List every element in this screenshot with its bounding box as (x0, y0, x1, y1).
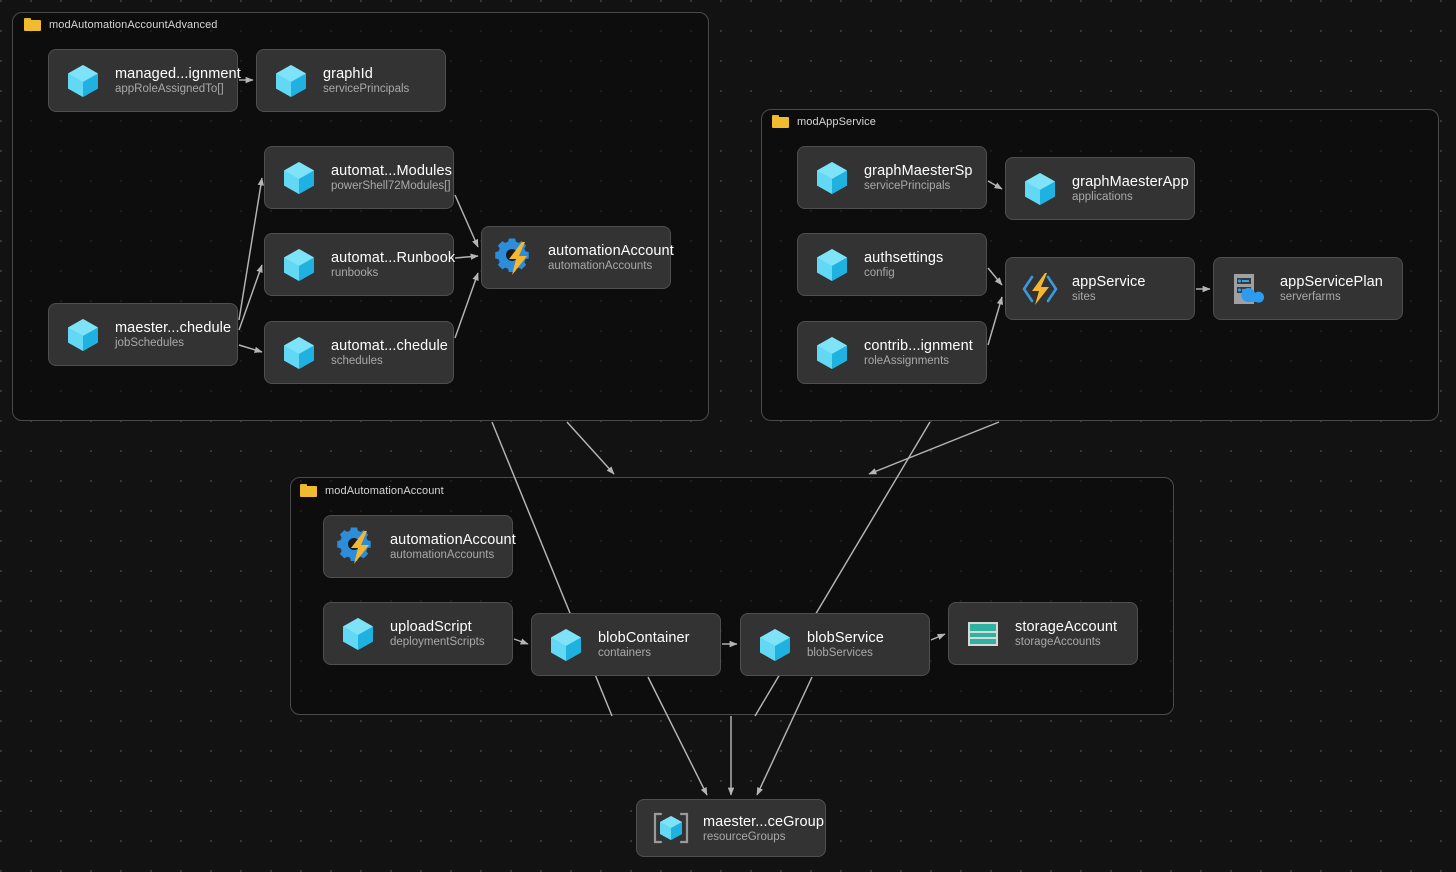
group-label-modAutomationAccount: modAutomationAccount (300, 484, 444, 497)
node-storage-account[interactable]: storageAccount storageAccounts (948, 602, 1138, 665)
node-maester-schedule[interactable]: maester...chedule jobSchedules (48, 303, 238, 366)
azure-cube-icon (68, 64, 98, 97)
node-title: maester...ceGroup (703, 813, 824, 830)
node-subtitle: servicePrincipals (323, 83, 410, 95)
node-title: automat...Runbook (331, 250, 456, 266)
group-title: modAppService (797, 115, 876, 128)
node-automation-runbook[interactable]: automat...Runbook runbooks (264, 233, 456, 296)
node-upload-script[interactable]: uploadScript deploymentScripts (323, 602, 513, 665)
node-graph-id[interactable]: graphId servicePrincipals (256, 49, 446, 112)
node-title: automat...chedule (331, 338, 448, 354)
azure-cube-icon (817, 336, 847, 369)
node-subtitle: deploymentScripts (390, 636, 485, 648)
node-title: graphId (323, 66, 373, 82)
azure-cube-icon (1025, 172, 1055, 205)
node-subtitle: jobSchedules (115, 337, 185, 349)
node-title: appServicePlan (1280, 274, 1383, 290)
storage-account-icon (968, 621, 998, 646)
azure-cube-icon (68, 318, 98, 351)
node-title: blobService (807, 630, 884, 646)
azure-cube-icon (343, 617, 373, 650)
azure-cube-icon (276, 64, 306, 97)
node-subtitle: runbooks (331, 267, 379, 279)
group-title: modAutomationAccount (325, 484, 444, 497)
folder-icon (300, 484, 317, 497)
automation-account-icon (495, 238, 529, 275)
node-subtitle: blobServices (807, 647, 873, 659)
azure-cube-icon (284, 161, 314, 194)
azure-cube-icon (760, 628, 790, 661)
node-authsettings[interactable]: authsettings config (797, 233, 987, 296)
node-title: automationAccount (390, 532, 516, 548)
node-title: appService (1072, 274, 1146, 290)
automation-account-icon (337, 527, 371, 564)
group-label-modAutomationAccountAdvanced: modAutomationAccountAdvanced (24, 18, 218, 31)
node-subtitle: appRoleAssignedTo[] (115, 83, 224, 95)
app-service-plan-icon (1234, 273, 1265, 304)
node-title: maester...chedule (115, 320, 232, 336)
node-subtitle: storageAccounts (1015, 636, 1101, 648)
node-app-service-plan[interactable]: appServicePlan serverfarms (1213, 257, 1403, 320)
node-managed-id-assignment[interactable]: managed...ignment appRoleAssignedTo[] (48, 49, 241, 112)
node-title: managed...ignment (115, 66, 241, 82)
node-contributor-assignment[interactable]: contrib...ignment roleAssignments (797, 321, 987, 384)
group-label-modAppService: modAppService (772, 115, 876, 128)
folder-icon (24, 18, 41, 31)
node-title: automationAccount (548, 243, 674, 259)
azure-cube-icon (284, 248, 314, 281)
node-title: storageAccount (1015, 619, 1118, 635)
node-subtitle: sites (1072, 291, 1096, 303)
folder-icon (772, 115, 789, 128)
node-subtitle: schedules (331, 355, 383, 367)
node-subtitle: resourceGroups (703, 830, 786, 843)
azure-cube-icon (284, 336, 314, 369)
group-modAutomationAccount[interactable] (290, 477, 1174, 715)
node-subtitle: serverfarms (1280, 291, 1341, 303)
node-title: graphMaesterSp (864, 163, 973, 179)
node-blob-service[interactable]: blobService blobServices (740, 613, 930, 676)
node-title: graphMaesterApp (1072, 174, 1189, 190)
node-title: authsettings (864, 250, 944, 266)
node-automation-account-advanced[interactable]: automationAccount automationAccounts (481, 226, 674, 289)
azure-cube-icon (551, 628, 581, 661)
app-service-icon (1022, 272, 1058, 305)
node-title: uploadScript (390, 619, 472, 635)
node-subtitle: automationAccounts (390, 549, 495, 561)
node-graph-maester-sp[interactable]: graphMaesterSp servicePrincipals (797, 146, 987, 209)
node-graph-maester-app[interactable]: graphMaesterApp applications (1005, 157, 1195, 220)
node-app-service[interactable]: appService sites (1005, 257, 1195, 320)
node-subtitle: roleAssignments (864, 355, 950, 367)
node-automation-schedule[interactable]: automat...chedule schedules (264, 321, 454, 384)
node-subtitle: powerShell72Modules[] (331, 180, 451, 192)
node-title: automat...Modules (331, 163, 452, 179)
node-blob-container[interactable]: blobContainer containers (531, 613, 721, 676)
node-subtitle: automationAccounts (548, 260, 653, 272)
azure-cube-icon (817, 248, 847, 281)
node-automation-modules[interactable]: automat...Modules powerShell72Modules[] (264, 146, 454, 209)
azure-cube-icon (817, 161, 847, 194)
node-subtitle: containers (598, 647, 652, 659)
node-maester-resource-group[interactable]: maester...ceGroup resourceGroups (636, 799, 826, 857)
node-automation-account[interactable]: automationAccount automationAccounts (323, 515, 516, 578)
node-subtitle: applications (1072, 191, 1133, 203)
node-title: contrib...ignment (864, 338, 973, 354)
resource-group-icon (653, 812, 689, 844)
node-subtitle: servicePrincipals (864, 180, 951, 192)
node-subtitle: config (864, 267, 895, 279)
group-title: modAutomationAccountAdvanced (49, 18, 218, 31)
node-title: blobContainer (598, 630, 690, 646)
